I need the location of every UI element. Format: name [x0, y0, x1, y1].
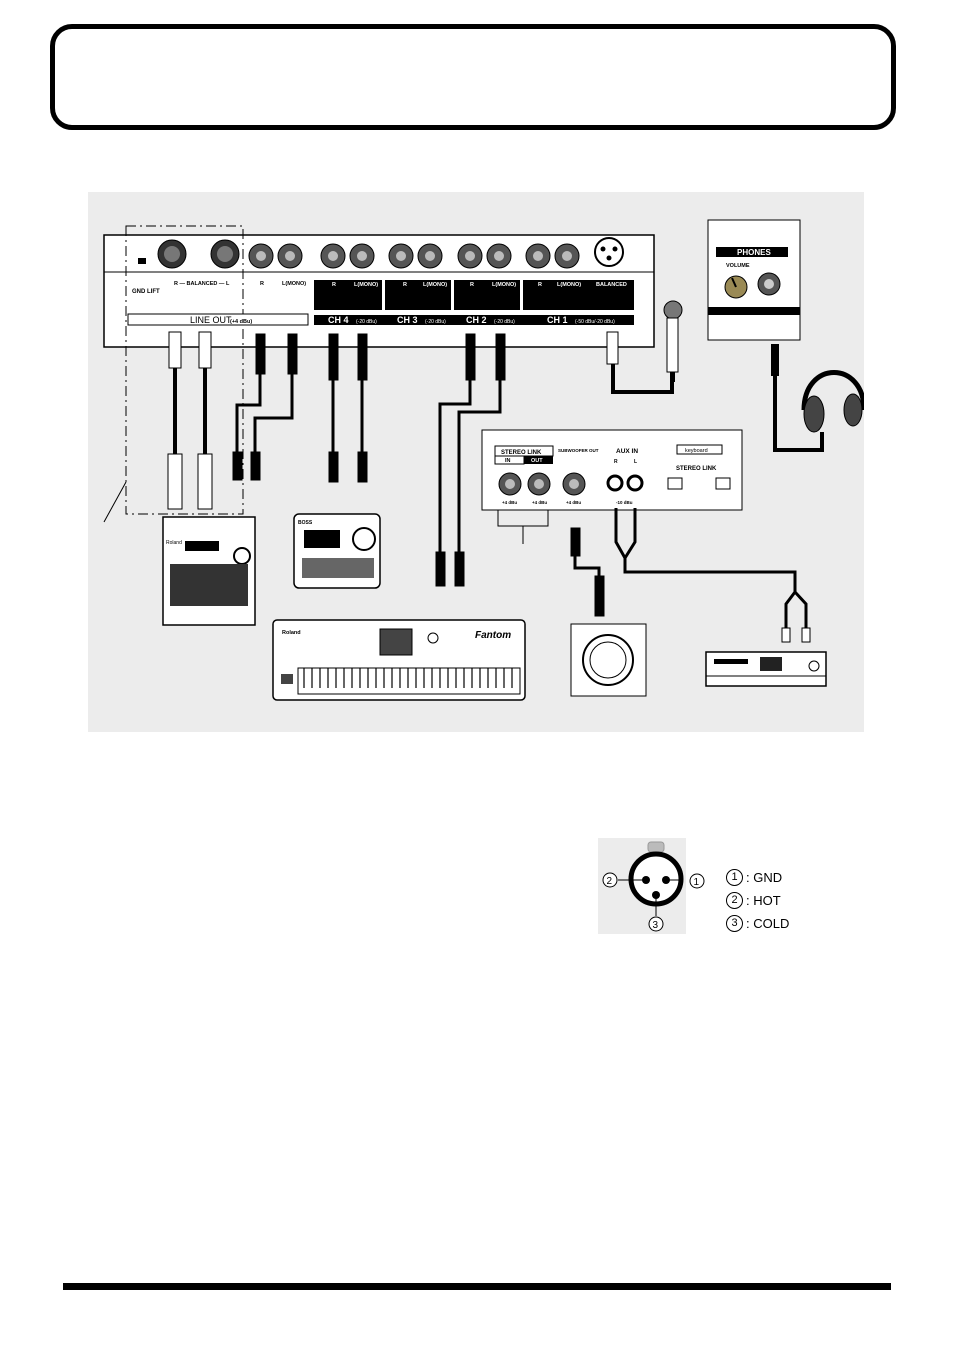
- ch3-r-label: R: [403, 282, 407, 288]
- mixer-brand: Roland: [166, 540, 182, 546]
- legend-row-hot: 2 : HOT: [726, 889, 846, 912]
- keyboard-label: keyboard: [685, 448, 708, 454]
- ch2-r-label: R: [470, 282, 474, 288]
- aux-level: -10 dBu: [616, 500, 633, 505]
- ch4-name: CH 4: [328, 315, 349, 325]
- recorder-brand: BOSS: [298, 520, 313, 526]
- legend-label-hot: : HOT: [746, 893, 781, 908]
- stereo-in-label: IN: [505, 458, 511, 464]
- line-out-label: LINE OUT: [190, 315, 232, 325]
- subwoofer-level: +4 dBu: [566, 500, 581, 505]
- ch4-r-label: R: [332, 282, 336, 288]
- balanced-label: R — BALANCED — L: [174, 281, 230, 287]
- boss-recorder: BOSS: [293, 513, 381, 589]
- ch1-r-label: R: [538, 282, 542, 288]
- legend-label-gnd: : GND: [746, 870, 783, 885]
- connection-diagram: GND LIFT R — BALANCED — L R L(MONO) LINE…: [88, 192, 864, 732]
- legend-num-3: 3: [726, 915, 743, 932]
- legend-row-cold: 3 : COLD: [726, 912, 846, 935]
- stereo-link-label: STEREO LINK: [501, 450, 542, 456]
- line-out-l-label: L(MONO): [282, 281, 306, 287]
- ch4-l-label: L(MONO): [354, 282, 378, 288]
- keyboard-brand: Roland: [282, 630, 301, 636]
- phones-panel: PHONES VOLUME: [707, 219, 801, 341]
- ch1-l-label: L(MONO): [557, 282, 581, 288]
- legend-num-2: 2: [726, 892, 743, 909]
- subwoofer-out-label: SUBWOOFER OUT: [558, 448, 599, 453]
- ch2-level: (-20 dBu): [494, 319, 515, 325]
- legend-row-gnd: 1 : GND: [726, 866, 846, 889]
- microphone: [606, 300, 683, 394]
- aux-r-label: R: [614, 459, 618, 465]
- ch1-balanced-label: BALANCED: [596, 282, 627, 288]
- stereo-out-label: OUT: [531, 458, 543, 464]
- volume-label: VOLUME: [726, 263, 750, 269]
- aux-l-label: L: [634, 459, 637, 465]
- xlr-pin-figure: 2 3: [598, 838, 686, 934]
- legend-num-1: 1: [726, 869, 743, 886]
- stereo-in-level: +4 dBu: [502, 500, 517, 505]
- xlr-pin-1-marker: 1: [694, 877, 700, 888]
- page-title-box: [50, 24, 896, 130]
- aux-in-label: AUX IN: [616, 448, 638, 455]
- cd-player: [705, 651, 827, 687]
- ch3-l-label: L(MONO): [423, 282, 447, 288]
- fantom-keyboard: Roland Fantom: [272, 619, 526, 701]
- ch1-name: CH 1: [547, 315, 568, 325]
- gnd-lift-label: GND LIFT: [132, 289, 160, 295]
- ch2-name: CH 2: [466, 315, 487, 325]
- xlr-pin-legend: 1 : GND 2 : HOT 3 : COLD: [726, 866, 846, 935]
- line-out-level: (+4 dBu): [230, 319, 252, 325]
- stereo-link-right-label: STEREO LINK: [676, 466, 717, 472]
- headphones: [771, 344, 864, 452]
- xlr-pin-1-badge: 1: [688, 872, 706, 890]
- ch2-l-label: L(MONO): [492, 282, 516, 288]
- ch3-name: CH 3: [397, 315, 418, 325]
- phones-title: PHONES: [737, 248, 771, 257]
- ch1-level: (-50 dBu/-20 dBu): [575, 319, 615, 325]
- ch4-level: (-20 dBu): [356, 319, 377, 325]
- keyboard-model: Fantom: [475, 630, 511, 641]
- recorder-mixer-device: Roland: [162, 516, 256, 626]
- ch3-level: (-20 dBu): [425, 319, 446, 325]
- stereo-out-level: +4 dBu: [532, 500, 547, 505]
- subwoofer: [570, 623, 647, 697]
- xlr-pin-3-marker: 3: [653, 920, 659, 931]
- legend-label-cold: : COLD: [746, 916, 790, 931]
- line-out-r-label: R: [260, 281, 264, 287]
- amp-panel: GND LIFT R — BALANCED — L R L(MONO) LINE…: [103, 225, 655, 515]
- footer-rule: [63, 1283, 891, 1290]
- rear-panel: STEREO LINK IN OUT SUBWOOFER OUT AUX IN …: [481, 429, 743, 544]
- xlr-pin-2-marker: 2: [607, 876, 613, 887]
